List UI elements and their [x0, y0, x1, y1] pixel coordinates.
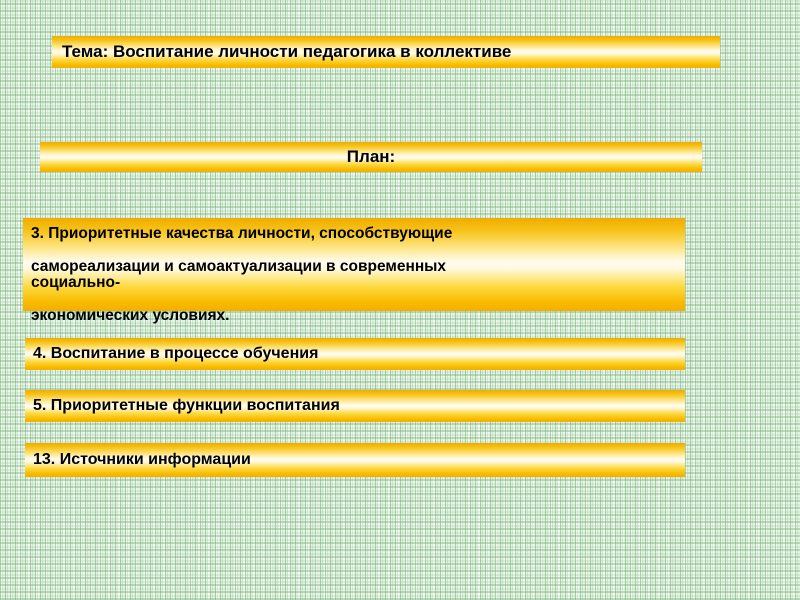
plan-item-4-bar: 4. Воспитание в процессе обучения	[25, 338, 685, 370]
plan-item-13-text: 13. Источники информации	[33, 450, 251, 468]
plan-item-3-line-4: экономических условиях.	[31, 306, 230, 324]
plan-header-text: План:	[346, 147, 396, 167]
plan-item-3-box: 3. Приоритетные качества личности, спосо…	[23, 218, 685, 323]
plan-item-4-text: 4. Воспитание в процессе обучения	[33, 344, 319, 362]
plan-item-3-line-2: самореализации и самоактуализации в совр…	[31, 257, 447, 275]
plan-item-3-line-3: социально-	[31, 274, 121, 291]
slide-title-bar: Тема: Воспитание личности педагогика в к…	[52, 36, 720, 68]
plan-item-13-bar: 13. Источники информации	[25, 443, 685, 477]
plan-item-5-bar: 5. Приоритетные функции воспитания	[25, 390, 685, 422]
plan-header-bar: План:	[40, 142, 702, 172]
plan-item-3-line-1: 3. Приоритетные качества личности, спосо…	[31, 225, 453, 242]
slide-title-text: Тема: Воспитание личности педагогика в к…	[62, 42, 512, 62]
plan-item-5-text: 5. Приоритетные функции воспитания	[33, 396, 340, 414]
